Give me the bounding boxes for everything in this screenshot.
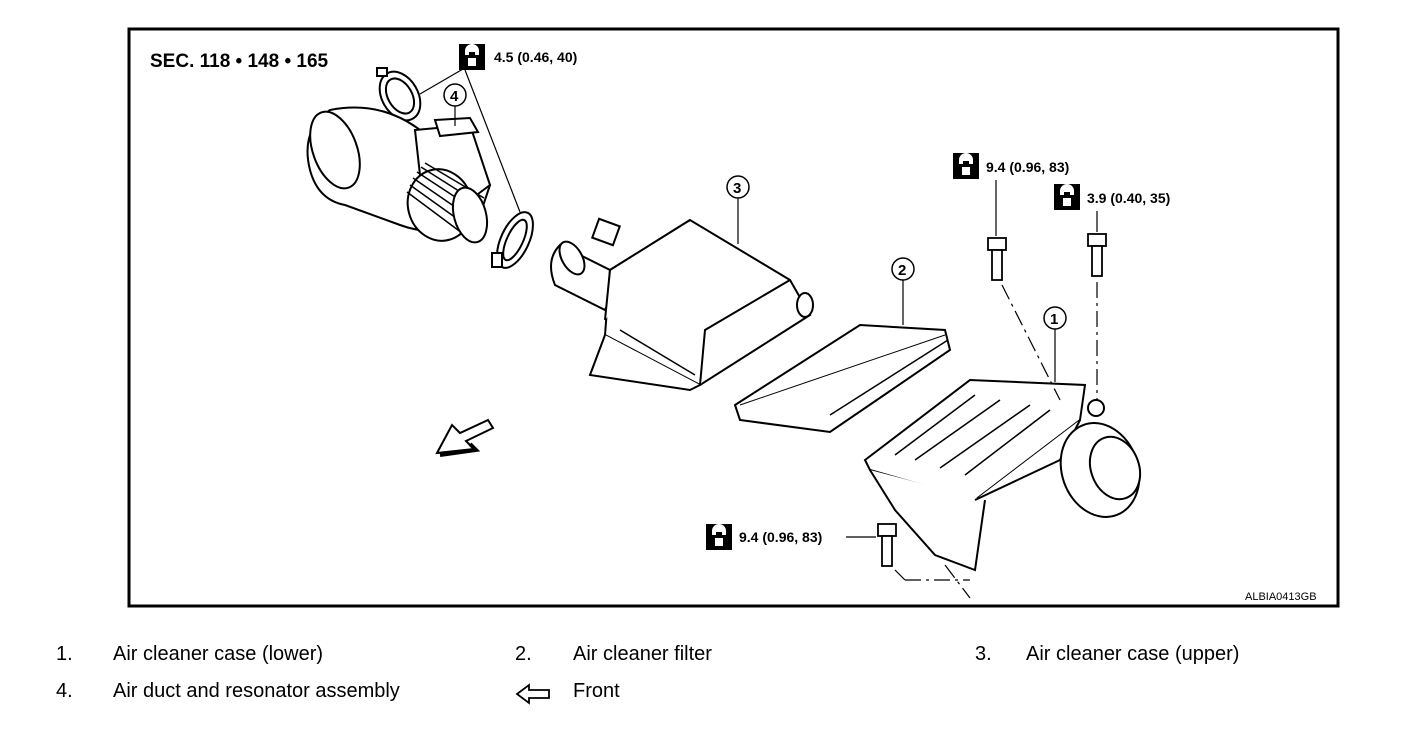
svg-text:3.9 (0.40, 35): 3.9 (0.40, 35) bbox=[1087, 190, 1170, 206]
svg-text:1: 1 bbox=[1050, 311, 1058, 328]
front-arrow-icon bbox=[435, 418, 495, 457]
legend-label-4: Air duct and resonator assembly bbox=[113, 680, 400, 702]
torque-spec-case-bolt-upper-left: 9.4 (0.96, 83) bbox=[953, 153, 1069, 236]
svg-text:4.5 (0.46, 40): 4.5 (0.46, 40) bbox=[494, 49, 577, 65]
section-reference: SEC. 118 • 148 • 165 bbox=[150, 51, 329, 72]
front-arrow-icon bbox=[515, 683, 550, 705]
legend-label-2: Air cleaner filter bbox=[573, 643, 712, 665]
part-air-cleaner-filter bbox=[733, 323, 952, 434]
torque-wrench-icon bbox=[953, 153, 979, 179]
legend-label-3: Air cleaner case (upper) bbox=[1026, 643, 1240, 665]
legend-num-4: 4. bbox=[56, 680, 73, 702]
part-air-cleaner-case-upper bbox=[550, 217, 814, 392]
torque-wrench-icon bbox=[706, 524, 732, 550]
legend-label-front: Front bbox=[573, 680, 620, 702]
diagram-frame bbox=[127, 27, 1340, 608]
figure-id: ALBIA0413GB bbox=[1245, 591, 1317, 603]
torque-spec-top-clamp: 4.5 (0.46, 40) bbox=[419, 44, 577, 213]
legend-num-3: 3. bbox=[975, 643, 992, 665]
part-air-duct-resonator bbox=[306, 67, 534, 269]
svg-text:4: 4 bbox=[450, 88, 459, 105]
torque-wrench-icon bbox=[1054, 184, 1080, 210]
part-air-cleaner-case-lower bbox=[863, 378, 1142, 572]
svg-text:2: 2 bbox=[898, 262, 906, 279]
legend-num-2: 2. bbox=[515, 643, 532, 665]
torque-spec-case-bolt-upper-right: 3.9 (0.40, 35) bbox=[1054, 184, 1170, 232]
torque-spec-case-bolt-lower: 9.4 (0.96, 83) bbox=[706, 524, 876, 550]
bolt-lower bbox=[877, 523, 897, 567]
bolt-upper-left bbox=[987, 237, 1007, 281]
svg-text:9.4 (0.96, 83): 9.4 (0.96, 83) bbox=[986, 159, 1069, 175]
svg-text:9.4 (0.96, 83): 9.4 (0.96, 83) bbox=[739, 529, 822, 545]
legend-num-1: 1. bbox=[56, 643, 73, 665]
svg-text:3: 3 bbox=[733, 180, 741, 197]
parts-diagram: SEC. 118 • 148 • 165 ALBIA0413GB 4.5 (0.… bbox=[127, 27, 1340, 608]
legend-label-1: Air cleaner case (lower) bbox=[113, 643, 324, 665]
bellows bbox=[406, 162, 489, 244]
bolt-upper-right bbox=[1087, 233, 1107, 277]
torque-wrench-icon bbox=[459, 44, 485, 70]
